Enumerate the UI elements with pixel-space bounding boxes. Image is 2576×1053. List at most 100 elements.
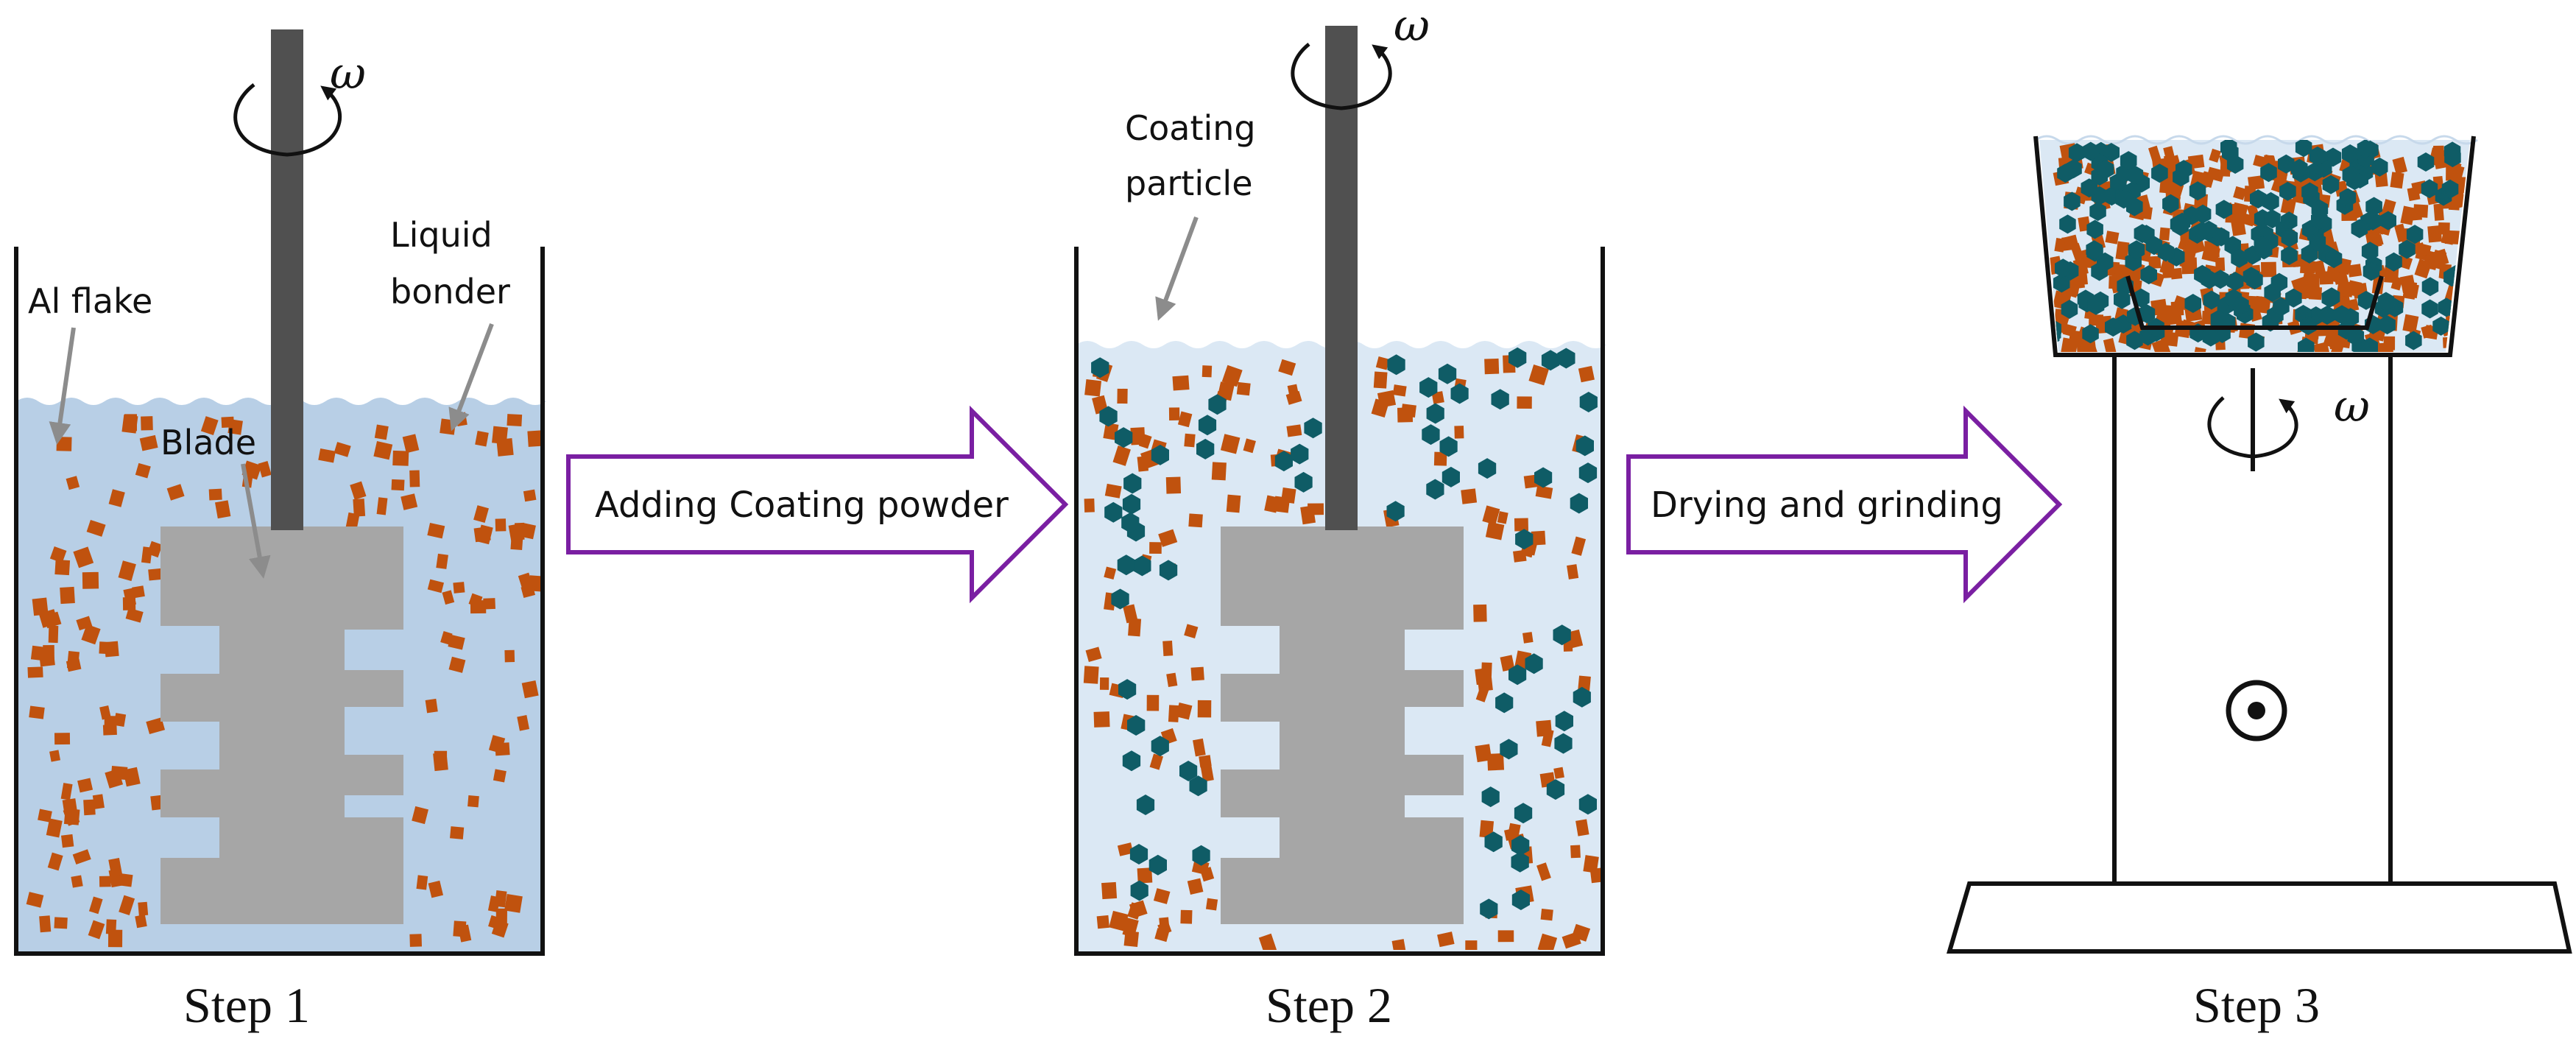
al-flake: [1479, 820, 1495, 838]
al-flake: [473, 505, 489, 524]
al-flake: [2159, 178, 2174, 194]
al-flake: [448, 634, 465, 650]
al-flake: [1104, 483, 1122, 499]
al-flake: [392, 450, 409, 466]
coating-particle: [2361, 242, 2379, 261]
coating-particle: [2379, 315, 2396, 335]
al-flake: [2159, 227, 2170, 241]
al-flake: [138, 901, 149, 916]
bowl-surface: [2035, 135, 2478, 145]
coating-particle: [2264, 209, 2281, 229]
beaker-wall-step2: [1074, 247, 1605, 956]
al-flake: [200, 416, 219, 436]
al-flake: [2421, 324, 2435, 339]
coating-particle: [1130, 880, 1148, 901]
liquid-bonder-label-line2: bonder: [390, 272, 510, 311]
coating-particle: [2301, 182, 2318, 202]
al-flake: [1475, 668, 1489, 686]
al-flake: [1575, 819, 1589, 837]
al-flake: [1258, 933, 1277, 950]
al-flake: [1168, 705, 1179, 722]
al-flake: [1391, 939, 1407, 950]
al-flake: [2399, 275, 2416, 294]
al-flake: [427, 579, 445, 594]
al-flake: [1308, 503, 1324, 515]
coating-particle: [1554, 733, 1573, 754]
rotation-arrow-icon: [2207, 396, 2298, 459]
al-flake: [504, 649, 515, 663]
coating-particle: [1511, 851, 1529, 873]
al-flake: [1129, 900, 1148, 918]
grinder-base: [1946, 881, 2572, 954]
al-flake: [258, 461, 272, 478]
step1-beaker: ω Al flake Liquid bonder Blade Step 1: [14, 29, 546, 1033]
al-flake: [1096, 915, 1109, 929]
al-flake: [434, 750, 448, 764]
al-flake: [48, 625, 59, 644]
coating-particle: [1122, 493, 1141, 515]
al-flake: [227, 419, 243, 435]
al-flake: [139, 434, 158, 451]
omega-symbol: ω: [1394, 0, 1430, 52]
coating-particle: [1439, 436, 1458, 457]
al-flake: [1497, 930, 1514, 943]
al-flake: [119, 895, 135, 916]
al-flake: [118, 560, 136, 582]
al-flake: [1172, 375, 1190, 391]
al-flake: [1165, 476, 1182, 494]
coating-particle: [2298, 337, 2315, 352]
coating-particle: [2333, 305, 2351, 325]
coating-particle: [2086, 240, 2103, 260]
al-flake: [1193, 738, 1206, 757]
coating-particle: [1196, 438, 1215, 459]
power-switch-icon[interactable]: [2226, 680, 2287, 742]
al-flake: [508, 523, 525, 542]
al-flake: [88, 896, 103, 915]
coating-particle: [2309, 146, 2326, 166]
al-flake: [2061, 337, 2078, 352]
coating-particle: [2114, 289, 2131, 309]
al-flake: [88, 920, 105, 940]
coating-particle: [2128, 240, 2145, 260]
coating-particle: [1450, 383, 1469, 404]
al-flake: [2308, 286, 2323, 300]
coating-particle: [1151, 736, 1169, 757]
al-flake: [2103, 338, 2117, 352]
al-flake: [26, 892, 44, 908]
al-flake: [1220, 434, 1241, 454]
step3-label: Step 3: [2193, 977, 2320, 1033]
al-flake: [427, 522, 445, 539]
coating-particle: [2120, 151, 2137, 171]
coating-particle: [2371, 157, 2388, 177]
al-flake: [2209, 148, 2221, 163]
coating-particle: [1481, 786, 1500, 808]
al-flake: [1128, 618, 1142, 637]
al-flake: [467, 795, 479, 808]
al-flake: [38, 809, 52, 823]
coating-particle: [2278, 154, 2295, 174]
al-flake: [350, 481, 367, 500]
al-flake: [2054, 238, 2066, 253]
coating-particle: [2365, 197, 2382, 216]
coating-particle: [2055, 258, 2072, 278]
al-flake: [1397, 407, 1414, 423]
al-flake: [1176, 702, 1193, 720]
coating-particle: [2362, 261, 2380, 281]
al-flake: [1117, 388, 1128, 404]
al-flake: [2187, 237, 2206, 255]
al-flake: [491, 919, 509, 938]
coating-particle: [1534, 467, 1553, 488]
al-flake: [1168, 407, 1180, 420]
al-flake: [1281, 487, 1296, 504]
liquid-bonder-pointer: [448, 323, 494, 432]
step3-grinder: ω Step 3: [1946, 135, 2572, 1033]
al-flake: [1226, 494, 1241, 513]
rotation-arrow-icon: [233, 83, 342, 157]
coating-particle: [2325, 249, 2343, 269]
al-flake: [72, 849, 91, 865]
al-flake: [1517, 396, 1532, 409]
coating-particle: [1573, 686, 1591, 708]
coating-particle: [1091, 357, 1109, 378]
al-flake: [1197, 700, 1212, 718]
coating-particle: [2361, 337, 2378, 352]
